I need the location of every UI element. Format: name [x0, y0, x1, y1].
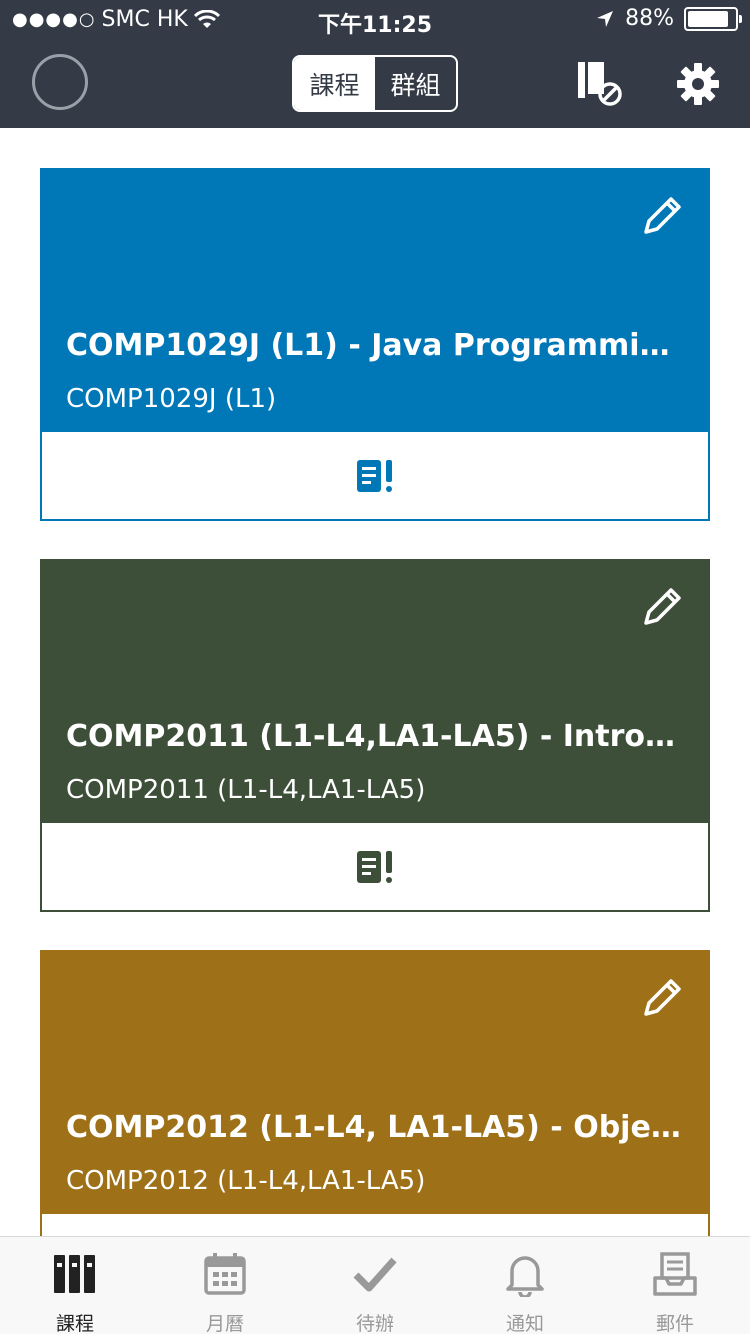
- course-code: COMP1029J (L1): [66, 384, 277, 414]
- status-bar: ●●●●○ SMC HK 下午11:25 88%: [0, 0, 750, 40]
- pencil-icon[interactable]: [640, 974, 686, 1020]
- course-code: COMP2012 (L1-L4,LA1-LA5): [66, 1166, 426, 1196]
- tab-calendar[interactable]: 月曆: [150, 1237, 300, 1335]
- carrier-label: SMC HK: [101, 7, 188, 32]
- gear-icon[interactable]: [674, 60, 722, 108]
- courses-icon: [54, 1255, 95, 1293]
- course-card-header[interactable]: COMP2011 (L1-L4,LA1-LA5) - Introdu... CO…: [42, 561, 708, 823]
- signal-icon: ●●●●○: [12, 9, 96, 30]
- course-title: COMP2011 (L1-L4,LA1-LA5) - Introdu...: [66, 719, 684, 754]
- battery-percent: 88%: [625, 6, 674, 31]
- course-title: COMP1029J (L1) - Java Programmin...: [66, 328, 684, 363]
- segmented-control: 課程 群組: [292, 55, 458, 112]
- avatar[interactable]: [32, 54, 88, 110]
- battery-icon: [684, 6, 742, 31]
- tab-courses[interactable]: 課程: [0, 1237, 150, 1335]
- tab-bar: 課程 月曆 待辦 通知: [0, 1236, 750, 1335]
- course-code: COMP2011 (L1-L4,LA1-LA5): [66, 775, 426, 805]
- course-card-header[interactable]: COMP1029J (L1) - Java Programmin... COMP…: [42, 170, 708, 432]
- assignment-icon[interactable]: [355, 458, 395, 494]
- tab-label: 郵件: [655, 1313, 694, 1335]
- bell-icon: [506, 1256, 544, 1297]
- pencil-icon[interactable]: [640, 583, 686, 629]
- segment-groups[interactable]: 群組: [390, 70, 441, 100]
- calendar-icon: [204, 1253, 246, 1295]
- course-card[interactable]: COMP1029J (L1) - Java Programmin... COMP…: [40, 168, 710, 521]
- course-card[interactable]: COMP2011 (L1-L4,LA1-LA5) - Introdu... CO…: [40, 559, 710, 912]
- tab-notifications[interactable]: 通知: [450, 1237, 600, 1335]
- checkmark-icon: [353, 1257, 397, 1292]
- tab-label: 通知: [505, 1313, 544, 1335]
- tab-label: 待辦: [355, 1313, 394, 1335]
- hide-courses-icon[interactable]: [574, 60, 622, 108]
- tab-inbox[interactable]: 郵件: [600, 1237, 750, 1335]
- app-header: ●●●●○ SMC HK 下午11:25 88% 課程 群組: [0, 0, 750, 128]
- tab-label: 月曆: [205, 1313, 244, 1335]
- status-time: 下午11:25: [317, 13, 433, 38]
- segment-courses[interactable]: 課程: [294, 57, 375, 110]
- location-arrow-icon: [597, 10, 614, 27]
- tab-todo[interactable]: 待辦: [300, 1237, 450, 1335]
- course-title: COMP2012 (L1-L4, LA1-LA5) - Objec...: [66, 1110, 684, 1145]
- course-card-header[interactable]: COMP2012 (L1-L4, LA1-LA5) - Objec... COM…: [42, 952, 708, 1214]
- inbox-icon: [653, 1252, 697, 1296]
- wifi-icon: [193, 9, 220, 28]
- pencil-icon[interactable]: [640, 192, 686, 238]
- tab-label: 課程: [55, 1313, 94, 1335]
- assignment-icon[interactable]: [355, 849, 395, 885]
